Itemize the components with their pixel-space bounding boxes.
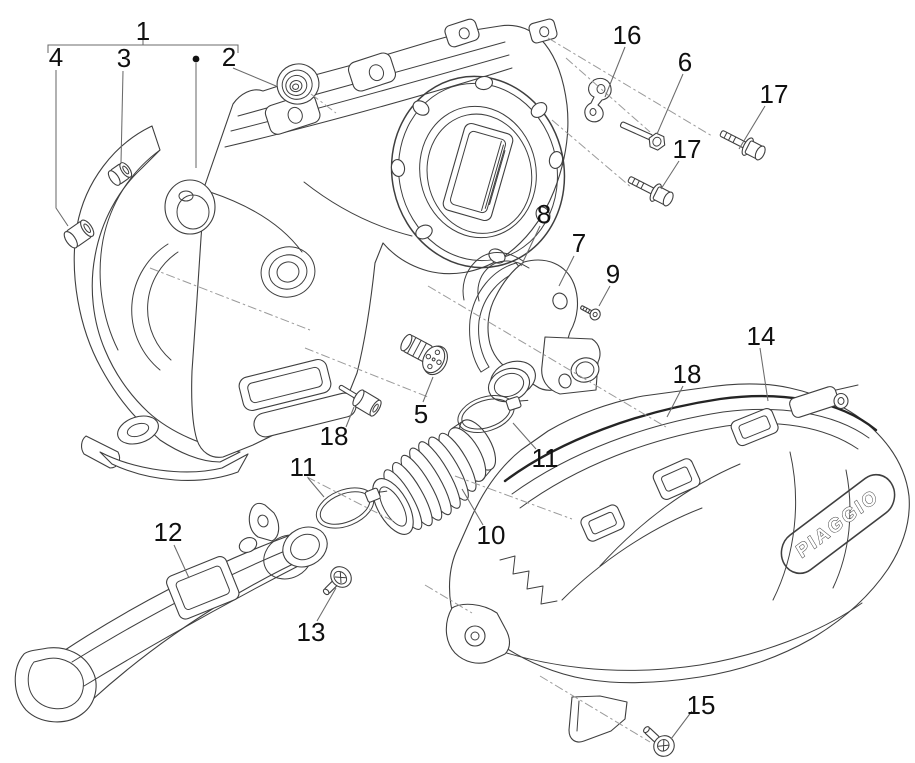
callout-10-bellows-hose: 10 <box>477 520 506 550</box>
callout-18-spacer-right: 18 <box>673 359 702 389</box>
leader-17-flanged-bolt-upper <box>738 105 766 150</box>
bearing-boss <box>260 246 316 298</box>
callout-15-cover-screw: 15 <box>687 690 716 720</box>
hose-clamp-part <box>315 487 388 529</box>
callout-16-retainer-clip: 16 <box>613 20 642 50</box>
flange-window <box>442 122 514 222</box>
bushing-front-part <box>63 219 95 249</box>
mount-lug <box>347 52 397 92</box>
cover-tab <box>580 504 625 542</box>
leader-4-bushing-front <box>55 70 69 227</box>
flanged-bolt-part <box>627 176 674 207</box>
leader-12-intake-duct <box>173 544 190 579</box>
assembly-axis <box>149 267 311 331</box>
callout-8-scoop-gasket: 8 <box>537 199 551 229</box>
retainer-clip-part <box>584 77 612 123</box>
callout-17-flanged-bolt-lower: 17 <box>673 134 702 164</box>
leader-5-breather-plug <box>422 376 434 403</box>
assembly-axis <box>454 475 573 520</box>
kick-boss <box>117 415 159 445</box>
assembly-axis <box>565 57 651 133</box>
callout-9-small-screw: 9 <box>606 259 620 289</box>
dome-boss <box>164 179 216 235</box>
cover-foot <box>238 358 332 412</box>
leader-16-retainer-clip <box>604 46 626 98</box>
bellows-hose-part <box>372 419 497 535</box>
transmission-cover-part: PIAGGIO <box>445 383 910 743</box>
callout-11-hose-clamp-upper: 11 <box>532 443 559 473</box>
leader-18-spacer-left <box>345 406 355 428</box>
duct-bracket <box>248 502 280 542</box>
mount-lug <box>444 18 480 48</box>
small-screw-part <box>580 305 601 321</box>
inner-cover-shield <box>73 125 249 481</box>
leader-11-hose-clamp-upper <box>512 422 537 450</box>
cover-screw-part <box>643 726 675 757</box>
air-scoop-part <box>462 252 601 403</box>
leader-13-duct-screw <box>316 587 337 622</box>
spacer-part <box>338 384 382 417</box>
callout-1-cover-assembly: 1 <box>136 16 150 46</box>
assembly-axis <box>427 285 667 428</box>
callout-14-transmission-cover: 14 <box>747 321 776 351</box>
callout-7-air-scoop: 7 <box>572 228 586 258</box>
leader-9-small-screw <box>598 285 611 307</box>
leader-10-bellows-hose <box>461 488 484 526</box>
leader-14-transmission-cover <box>759 347 769 402</box>
callout-11-hose-clamp-lower: 11 <box>290 452 317 482</box>
callout-2-bearing: 2 <box>222 42 236 72</box>
assembly-axis <box>547 37 713 137</box>
leader-17-flanged-bolt-lower <box>660 160 680 190</box>
leader-18-spacer-right <box>666 385 684 418</box>
leader-2-bearing <box>232 67 277 87</box>
crankcase-cover <box>164 18 569 458</box>
cover-tab <box>730 408 779 447</box>
callout-12-intake-duct: 12 <box>154 517 183 547</box>
intake-duct-part <box>14 502 328 723</box>
callout-17-flanged-bolt-upper: 17 <box>760 79 789 109</box>
leader-8-scoop-gasket <box>520 225 541 267</box>
assembly-axis <box>310 93 337 114</box>
long-bolt-part <box>619 121 666 151</box>
group-bracket <box>47 44 239 53</box>
clutch-flange <box>390 75 566 269</box>
cover-flap <box>568 695 628 743</box>
assembly-axis <box>539 675 651 743</box>
callout-3-bushing-upper: 3 <box>117 43 131 73</box>
flanged-bolt-part <box>719 130 766 161</box>
assembly-axis <box>304 347 429 398</box>
assembly-axis <box>306 476 394 522</box>
leader-15-cover-screw <box>670 710 693 740</box>
callout-5-breather-plug: 5 <box>414 399 428 429</box>
leader-7-air-scoop <box>558 255 575 287</box>
breather-plug-part <box>400 333 448 376</box>
duct-screw-part <box>322 566 352 596</box>
callout-13-duct-screw: 13 <box>297 617 326 647</box>
leader-6-long-bolt <box>656 73 684 135</box>
leader-11-hose-clamp-lower <box>307 477 325 498</box>
mount-lug <box>528 18 558 44</box>
callout-6-long-bolt: 6 <box>678 47 692 77</box>
bearing-part <box>276 63 320 105</box>
callout-4-bushing-front: 4 <box>49 42 63 72</box>
duct-box <box>166 556 240 620</box>
callout-18-spacer-left: 18 <box>320 421 349 451</box>
leader-3-bushing-upper <box>120 70 124 164</box>
hose-clamp-part <box>457 395 529 433</box>
bushing-upper-part <box>107 162 133 186</box>
cover-tab <box>652 458 701 500</box>
reference-dot <box>192 55 200 63</box>
